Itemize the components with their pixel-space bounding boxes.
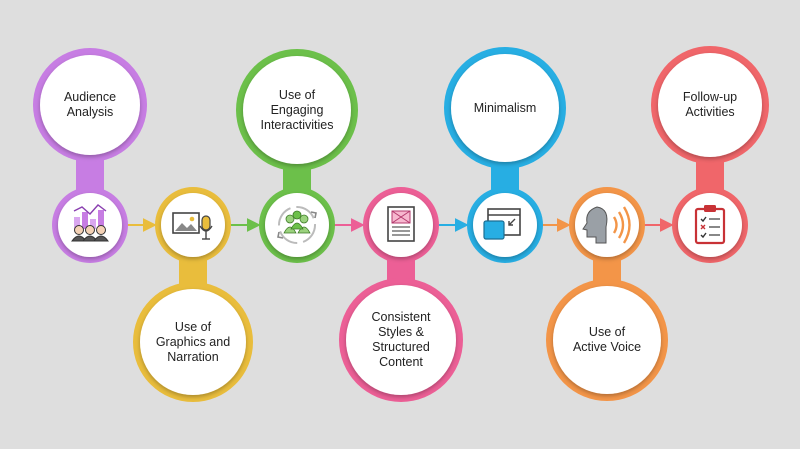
step-5-label-disc: [451, 54, 559, 162]
active-voice-icon: [582, 206, 631, 244]
step-6-label: Use of Active Voice: [572, 325, 642, 354]
step-6-label-disc: [553, 286, 661, 394]
step-7-label: Follow-up Activities: [682, 90, 738, 119]
follow-up-activities-icon: [694, 205, 726, 245]
step-5-ring: [444, 47, 566, 263]
minimalism-icon: [483, 208, 521, 240]
audience-analysis-icon: [71, 204, 109, 242]
interactivities-icon: [277, 206, 317, 244]
step-6-icon-disc: [575, 193, 639, 257]
step-7-label-disc: [658, 53, 762, 157]
step-2-ring: [133, 187, 253, 402]
step-3-label-disc: [243, 56, 351, 164]
step-6-ring: [546, 187, 668, 401]
structured-content-icon: [387, 206, 415, 242]
step-5-label: Minimalism: [473, 100, 537, 115]
step-2-label: Use of Graphics and Narration: [155, 319, 231, 364]
step-1-label: Audience Analysis: [63, 90, 117, 119]
step-1-label-disc: [40, 55, 140, 155]
step-2-label-disc: [140, 289, 246, 395]
graphics-narration-icon: [172, 212, 213, 240]
step-4-label-disc: [346, 285, 456, 395]
step-3-label: Use of Engaging Interactivities: [260, 87, 334, 132]
step-4-label: Consistent Styles & Structured Content: [371, 310, 431, 369]
step-4-ring: [339, 187, 463, 402]
